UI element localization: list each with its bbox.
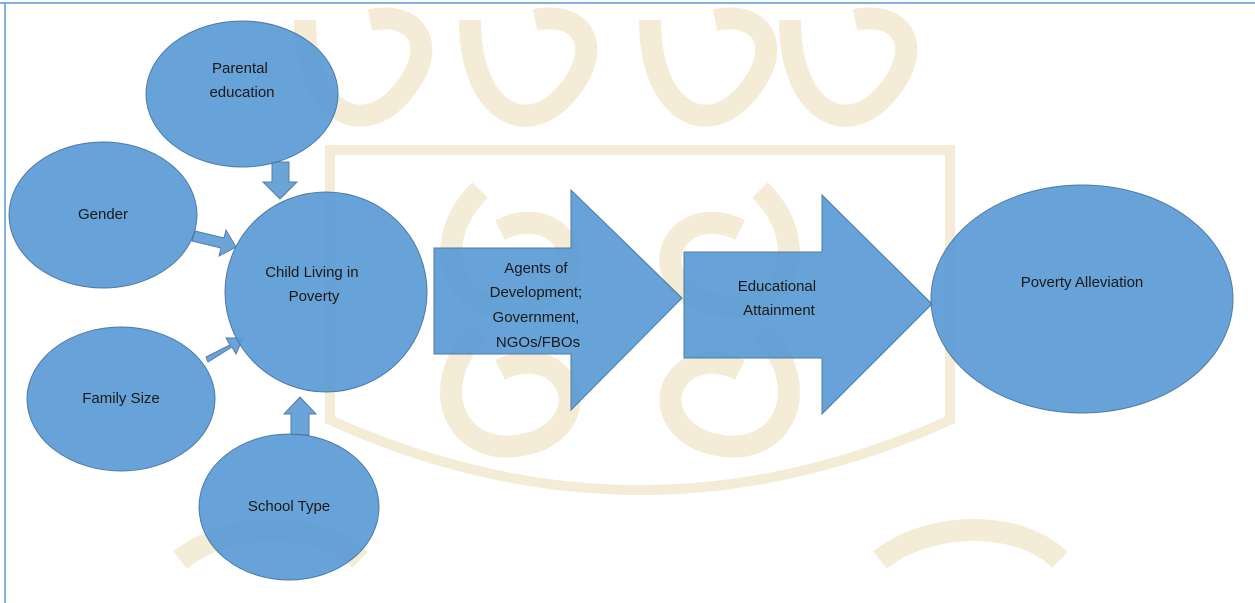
label-educational-attainment: Educational Attainment [738,278,821,319]
arrow-familysize-to-child [205,337,244,363]
arrow-educational-attainment[interactable] [683,193,933,416]
arrow-schooltype-to-child [282,396,318,436]
arrow-parental-to-child [261,161,299,200]
label-school-type: School Type [248,498,330,515]
label-gender: Gender [78,206,128,223]
node-school-type[interactable] [198,433,380,581]
node-child-living-in-poverty[interactable] [224,191,428,393]
label-poverty-alleviation: Poverty Alleviation [1021,274,1144,291]
arrow-gender-to-child [191,228,237,257]
label-family-size: Family Size [82,390,160,407]
node-parental-education[interactable] [145,20,339,168]
node-poverty-alleviation[interactable] [930,184,1234,414]
node-family-size[interactable] [26,326,216,472]
arrow-agents-of-development[interactable] [433,188,683,412]
label-parental-education: Parental education [209,60,274,101]
node-gender[interactable] [8,141,198,289]
label-agents-of-development: Agents of Development; Government, NGOs/… [490,260,587,351]
label-child-living-in-poverty: Child Living in Poverty [265,264,363,305]
